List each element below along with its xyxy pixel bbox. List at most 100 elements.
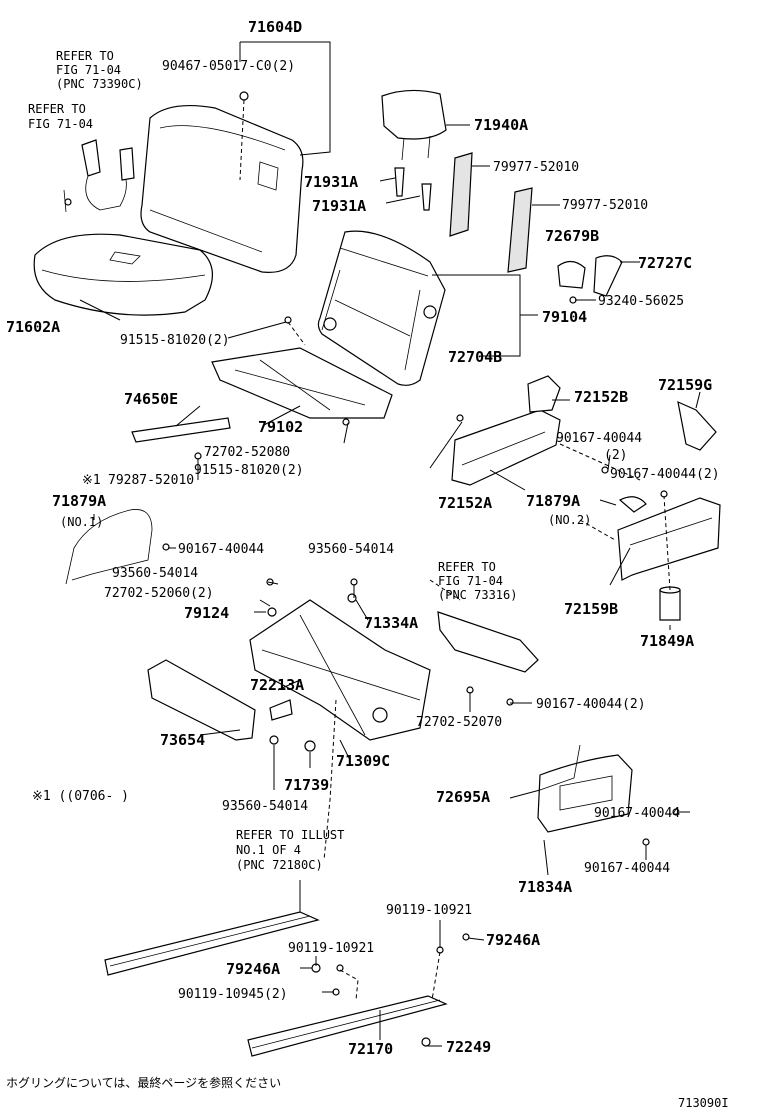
- callout-71879A-a: 71879A: [52, 492, 106, 510]
- callout-71834A: 71834A: [518, 878, 572, 896]
- callout-90167-40044-a-qty: (2): [604, 448, 627, 463]
- callout-90467-05017: 90467-05017-C0(2): [162, 59, 295, 74]
- callout-72679B: 72679B: [545, 227, 599, 245]
- callout-72695A: 72695A: [436, 788, 490, 806]
- callout-93560-54014-c: 93560-54014: [222, 799, 308, 814]
- lever-cover: [537, 744, 633, 833]
- callout-90167-40044-b: 90167-40044(2): [610, 467, 720, 482]
- figure-id: 713090I: [678, 1096, 729, 1110]
- callout-71931A-b: 71931A: [312, 197, 366, 215]
- callout-79977-52010-a: 79977-52010: [493, 160, 579, 175]
- ref-illust-line2: NO.1 OF 4: [236, 843, 301, 857]
- callout-90167-40044-e: 90167-40044: [594, 806, 680, 821]
- callout-71739: 71739: [284, 776, 329, 794]
- callout-79287-52010: 79287-52010: [108, 473, 194, 488]
- footer-hog-ring-note: ホグリングについては、最終ページを参照ください: [6, 1075, 281, 1090]
- callout-71940A: 71940A: [474, 116, 528, 134]
- part-callouts: 71604D 90467-05017-C0(2) 71940A 79977-52…: [6, 18, 720, 1058]
- seat-tray: [437, 611, 539, 673]
- callout-71604D: 71604D: [248, 18, 302, 36]
- callout-79102: 79102: [258, 418, 303, 436]
- callout-72702-52080: 72702-52080: [204, 445, 290, 460]
- label-no1: (NO.1): [60, 515, 103, 529]
- callout-90119-10921-b: 90119-10921: [288, 941, 374, 956]
- callout-90119-10945: 90119-10945(2): [178, 987, 288, 1002]
- ref-fig-top-line2: FIG 71-04: [56, 63, 121, 77]
- callout-93240-56025: 93240-56025: [598, 294, 684, 309]
- ref-illust-line1: REFER TO ILLUST: [236, 828, 344, 842]
- callout-90167-40044-f: 90167-40044: [584, 861, 670, 876]
- callout-91515-81020-a: 91515-81020(2): [120, 333, 230, 348]
- callout-72170: 72170: [348, 1040, 393, 1058]
- ref-fig-top-line1: REFER TO: [56, 49, 114, 63]
- recliner-covers: [557, 255, 623, 297]
- seat-cushion-frame: [211, 347, 393, 419]
- seat-pad: [147, 659, 256, 741]
- seat-lower-frame: [249, 599, 431, 741]
- seatback-frame: [317, 230, 446, 386]
- warning-labels: [449, 152, 533, 273]
- label-no2: (NO.2): [548, 513, 591, 527]
- recliner-cover-trim: [677, 400, 717, 451]
- seat-belt-buckle: [63, 139, 135, 213]
- callout-73654: 73654: [160, 731, 205, 749]
- ref-fig-mid-line1: REFER TO: [438, 560, 496, 574]
- callout-71602A: 71602A: [6, 318, 60, 336]
- footnote-1: ※1 ((0706- ): [32, 789, 129, 804]
- callout-72702-52070: 72702-52070: [416, 715, 502, 730]
- callout-90167-40044-d: 90167-40044(2): [536, 697, 646, 712]
- trim-strip: [131, 417, 231, 443]
- callout-72152A: 72152A: [438, 494, 492, 512]
- seat-cushion: [33, 233, 213, 316]
- seat-track-reference: [104, 911, 320, 976]
- side-cover-upper: [527, 375, 561, 413]
- callout-72159G: 72159G: [658, 376, 712, 394]
- callout-71931A-a: 71931A: [304, 173, 358, 191]
- callout-72213A: 72213A: [250, 676, 304, 694]
- callout-79124: 79124: [184, 604, 229, 622]
- ref-fig-mid-line2: FIG 71-04: [438, 574, 503, 588]
- reference-notes: REFER TO FIG 71-04 (PNC 73390C) REFER TO…: [28, 49, 143, 131]
- wire-frame-no1: [65, 509, 153, 585]
- callout-79246A-b: 79246A: [226, 960, 280, 978]
- headrest: [381, 89, 447, 161]
- ref-mark-79287: ※1: [82, 473, 101, 488]
- callout-93560-54014-b: 93560-54014: [112, 566, 198, 581]
- seatback-cushion: [140, 104, 304, 273]
- ref-fig-top-line3: (PNC 73390C): [56, 77, 143, 91]
- callout-71879A-b: 71879A: [526, 492, 580, 510]
- callout-71334A: 71334A: [364, 614, 418, 632]
- ref-fig-left-line2: FIG 71-04: [28, 117, 93, 131]
- callout-90119-10921-a: 90119-10921: [386, 903, 472, 918]
- callout-72159B: 72159B: [564, 600, 618, 618]
- ref-fig-left-line1: REFER TO: [28, 102, 86, 116]
- ref-fig-mid-line3: (PNC 73316): [438, 588, 517, 602]
- callout-71849A: 71849A: [640, 632, 694, 650]
- callout-90167-40044-a: 90167-40044: [556, 431, 642, 446]
- ref-illust-line3: (PNC 72180C): [236, 858, 323, 872]
- callout-72249: 72249: [446, 1038, 491, 1056]
- callout-93560-54014-a: 93560-54014: [308, 542, 394, 557]
- callout-79977-52010-b: 79977-52010: [562, 198, 648, 213]
- callout-79246A-a: 79246A: [486, 931, 540, 949]
- callout-90167-40044-c: 90167-40044: [178, 542, 264, 557]
- wire-cover-no2: [618, 496, 647, 513]
- callout-72152B: 72152B: [574, 388, 628, 406]
- lever-knob: [659, 586, 681, 621]
- callout-71309C: 71309C: [336, 752, 390, 770]
- callout-72704B: 72704B: [448, 348, 502, 366]
- headrest-guides: [394, 167, 432, 211]
- fasteners: [64, 91, 680, 1047]
- callout-72727C: 72727C: [638, 254, 692, 272]
- leader-lines: [79, 41, 701, 1047]
- seat-track: [247, 995, 448, 1057]
- spacer: [269, 735, 316, 752]
- callout-79104: 79104: [542, 308, 587, 326]
- callout-72702-52060: 72702-52060(2): [104, 586, 214, 601]
- bracket: [269, 699, 293, 721]
- callout-74650E: 74650E: [124, 390, 178, 408]
- seat-side-cover: [617, 497, 721, 581]
- callout-91515-81020-b: 91515-81020(2): [194, 463, 304, 478]
- side-cover-lower: [451, 409, 561, 486]
